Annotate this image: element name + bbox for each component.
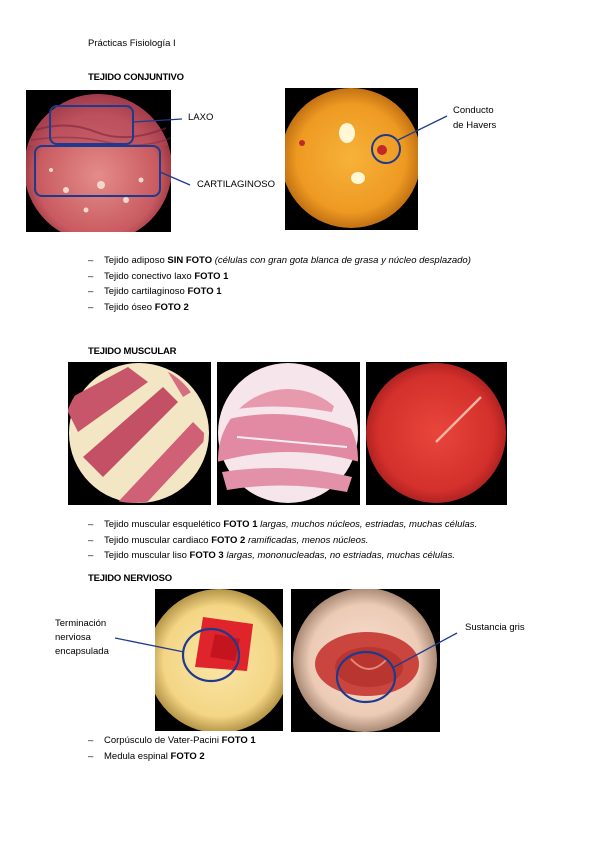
- photo-vater-pacini: [155, 589, 283, 731]
- list-muscular: –Tejido muscular esquelético FOTO 1 larg…: [88, 517, 477, 564]
- label-cartilaginoso: CARTILAGINOSO: [197, 179, 275, 190]
- list-item: –Corpúsculo de Vater-Pacini FOTO 1: [88, 735, 256, 746]
- list-nervioso: –Corpúsculo de Vater-Pacini FOTO 1 –Medu…: [88, 733, 256, 764]
- photo-laxo-cartilaginoso: [26, 90, 171, 232]
- label-havers-line2: de Havers: [453, 120, 497, 131]
- label-terminacion-line2: nerviosa: [55, 632, 91, 643]
- photo-musculo-liso: [366, 362, 507, 505]
- heading-conjuntivo: TEJIDO CONJUNTIVO: [88, 72, 184, 83]
- page-header: Prácticas Fisiología I: [88, 38, 176, 49]
- photo-oseo: [285, 88, 418, 230]
- photo-medula-espinal: [291, 589, 440, 732]
- label-sustancia-gris: Sustancia gris: [465, 622, 525, 633]
- list-item: –Tejido óseo FOTO 2: [88, 301, 189, 313]
- label-laxo: LAXO: [188, 112, 214, 123]
- label-havers-line1: Conducto: [453, 105, 494, 116]
- list-item: –Tejido cartilaginoso FOTO 1: [88, 286, 222, 297]
- photo-musculo-esqueletico: [68, 362, 211, 505]
- list-item: –Tejido conectivo laxo FOTO 1: [88, 270, 229, 282]
- heading-muscular: TEJIDO MUSCULAR: [88, 346, 177, 357]
- list-item: –Tejido muscular cardiaco FOTO 2 ramific…: [88, 534, 369, 546]
- photo-musculo-cardiaco: [217, 362, 360, 505]
- list-item: –Tejido muscular esquelético FOTO 1 larg…: [88, 519, 478, 530]
- list-item: –Tejido adiposo SIN FOTO (células con gr…: [88, 255, 471, 266]
- label-terminacion-line3: encapsulada: [55, 646, 109, 657]
- label-terminacion-line1: Terminación: [55, 618, 107, 629]
- heading-nervioso: TEJIDO NERVIOSO: [88, 573, 172, 584]
- list-item: –Medula espinal FOTO 2: [88, 750, 205, 762]
- list-conjuntivo: –Tejido adiposo SIN FOTO (células con gr…: [88, 253, 471, 315]
- list-item: –Tejido muscular liso FOTO 3 largas, mon…: [88, 550, 455, 561]
